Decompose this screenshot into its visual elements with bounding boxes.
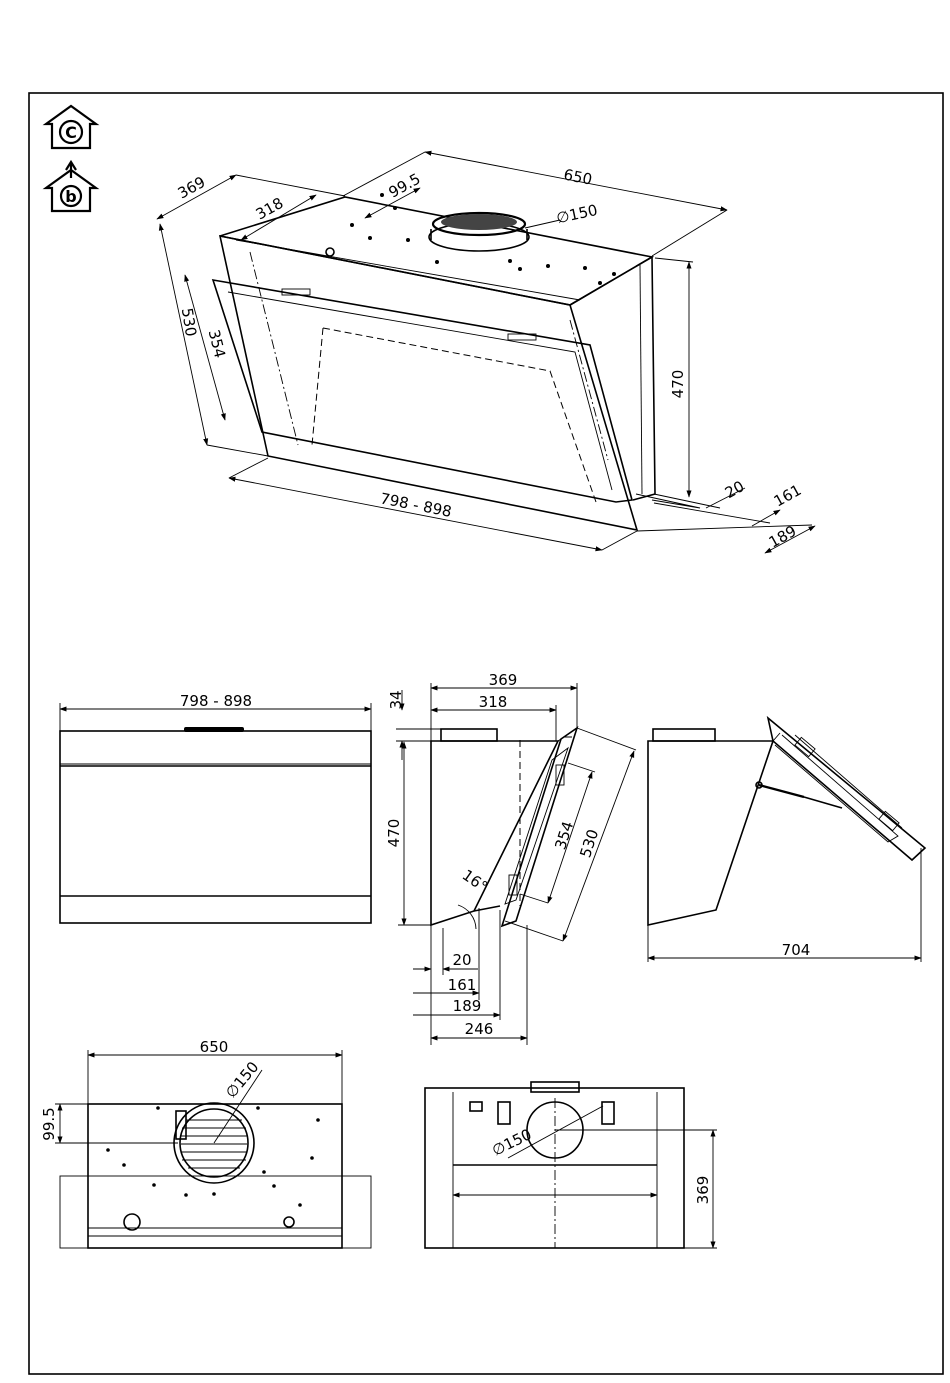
isometric-view: 650 369 318 99.5 ∅150 470 530 354 798 - … <box>157 152 815 553</box>
recirculation-mode-icon: C <box>46 106 96 148</box>
dim-iso-161: 161 <box>771 481 805 511</box>
dim-iso-duct: ∅150 <box>555 201 600 227</box>
dim-top-99-5: 99.5 <box>40 1107 58 1140</box>
dim-front-798-898: 798 - 898 <box>180 692 252 710</box>
page-border <box>29 93 943 1374</box>
dim-side-470: 470 <box>385 819 403 848</box>
dim-iso-318: 318 <box>253 194 287 224</box>
dim-bottom-duct: ∅150 <box>489 1125 534 1159</box>
dim-open-704: 704 <box>782 941 811 959</box>
dim-side-354: 354 <box>551 819 577 852</box>
dim-side-angle: 16° <box>459 866 491 896</box>
top-view: 650 99.5 ∅150 <box>40 1038 371 1248</box>
dim-top-650: 650 <box>200 1038 229 1056</box>
dim-side-161: 161 <box>448 976 477 994</box>
dim-iso-354: 354 <box>205 328 229 360</box>
open-panel-view: 704 <box>648 718 925 962</box>
dim-iso-369: 369 <box>175 173 209 203</box>
front-view: 798 - 898 <box>60 692 371 923</box>
dim-top-duct: ∅150 <box>222 1058 263 1102</box>
side-view: 369 318 34 470 354 530 16° 20 <box>385 671 636 1045</box>
dim-side-34: 34 <box>387 690 405 709</box>
bottom-view: ∅150 369 <box>425 1082 717 1248</box>
dim-bottom-369: 369 <box>694 1176 712 1205</box>
svg-text:b: b <box>65 187 76 206</box>
dim-iso-530: 530 <box>178 307 200 338</box>
dim-side-246: 246 <box>465 1020 494 1038</box>
dim-iso-470: 470 <box>669 370 687 399</box>
dim-side-369: 369 <box>489 671 518 689</box>
svg-text:C: C <box>65 123 77 142</box>
duct-grille <box>181 1120 247 1168</box>
dim-iso-798-898: 798 - 898 <box>379 489 453 520</box>
extraction-mode-icon: b <box>46 162 96 211</box>
dim-side-20: 20 <box>452 951 471 969</box>
dim-side-530: 530 <box>576 827 602 860</box>
dim-iso-650: 650 <box>562 166 594 189</box>
dim-side-189: 189 <box>453 997 482 1015</box>
dim-side-318: 318 <box>479 693 508 711</box>
